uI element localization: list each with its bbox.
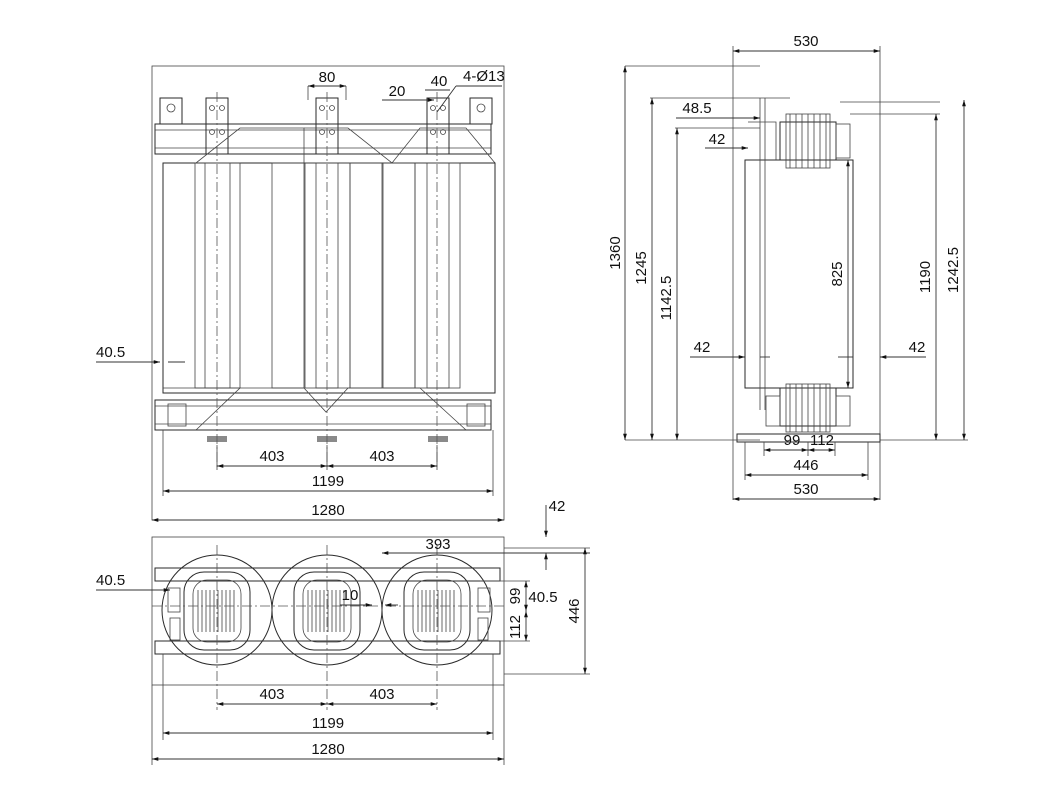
- dim-offset-40-5: 40.5: [528, 589, 557, 606]
- dim-offset-48-5: 48.5: [682, 100, 711, 117]
- dim-side-offset: 40.5: [96, 344, 125, 361]
- dim-left-clear: 42: [694, 339, 711, 356]
- dim-phase-pitch-left: 403: [259, 448, 284, 465]
- dim-height-1245: 1245: [633, 251, 650, 284]
- dim-hole-spacing: 40: [431, 73, 448, 90]
- dim-holes: 4-Ø13: [463, 68, 505, 85]
- dim-depth-446: 446: [566, 598, 583, 623]
- dim-height-1142-5: 1142.5: [658, 276, 675, 321]
- dim-99: 99: [784, 432, 801, 449]
- dim-overall-width-top: 1280: [311, 741, 344, 758]
- top-envelope: [151, 536, 505, 686]
- dim-overall-width: 1280: [311, 502, 344, 519]
- front-view: 80 20 40 4-Ø13 40.5 403 403 1199 1280: [96, 65, 505, 522]
- front-coil-body: [162, 162, 496, 394]
- dim-hole-offset: 20: [389, 83, 406, 100]
- dim-112-top: 112: [507, 615, 524, 639]
- dim-height-1190: 1190: [917, 261, 934, 293]
- side-dimensions: 530 1360 1245 1142.5 48.5 42 825 1190 12…: [607, 33, 968, 501]
- front-bottom-beam: [154, 399, 492, 431]
- dim-wheel-span: 1199: [312, 473, 344, 490]
- front-top-beam: [154, 123, 492, 155]
- side-view: 530 1360 1245 1142.5 48.5 42 825 1190 12…: [607, 33, 968, 501]
- dim-right-clear: 42: [909, 339, 926, 356]
- dim-total-height: 1360: [607, 236, 624, 269]
- terminal-bars: [205, 97, 450, 155]
- dim-99-top: 99: [507, 588, 524, 605]
- front-dimensions: 80 20 40 4-Ø13 40.5 403 403 1199 1280: [96, 68, 505, 522]
- dim-phase-pitch-left-top: 403: [259, 686, 284, 703]
- dim-112: 112: [810, 432, 834, 449]
- lifting-lug-left: [159, 97, 183, 125]
- dim-clearance-42: 42: [549, 498, 566, 515]
- dim-top-width: 530: [793, 33, 818, 50]
- dim-coil-radius: 393: [425, 536, 450, 553]
- dim-span-1199: 1199: [312, 715, 344, 732]
- top-core-laminations: [197, 590, 455, 632]
- lower-insulator: [765, 383, 851, 433]
- dim-height-1242-5: 1242.5: [945, 247, 962, 293]
- top-dimensions: 42 393 40.5 10 99 112 40.5 446 403 403: [96, 498, 590, 765]
- dim-gap-10: 10: [342, 587, 359, 604]
- lifting-lug-right: [469, 97, 493, 125]
- upper-insulator: [779, 113, 851, 169]
- top-rail-lower: [154, 640, 501, 655]
- dim-bolt-width: 80: [319, 69, 336, 86]
- dim-base-446: 446: [793, 457, 818, 474]
- top-rail-upper: [154, 567, 501, 582]
- top-view: 42 393 40.5 10 99 112 40.5 446 403 403: [96, 498, 590, 765]
- dim-bottom-width: 530: [793, 481, 818, 498]
- dim-phase-pitch-right-top: 403: [369, 686, 394, 703]
- dim-phase-pitch-right: 403: [369, 448, 394, 465]
- dim-offset-42-top: 42: [709, 131, 726, 148]
- front-coil-segments: [194, 162, 461, 389]
- wheel-right: [428, 436, 448, 442]
- side-base: [736, 433, 881, 443]
- dim-side-offset-top: 40.5: [96, 572, 125, 589]
- dim-coil-height: 825: [829, 261, 846, 286]
